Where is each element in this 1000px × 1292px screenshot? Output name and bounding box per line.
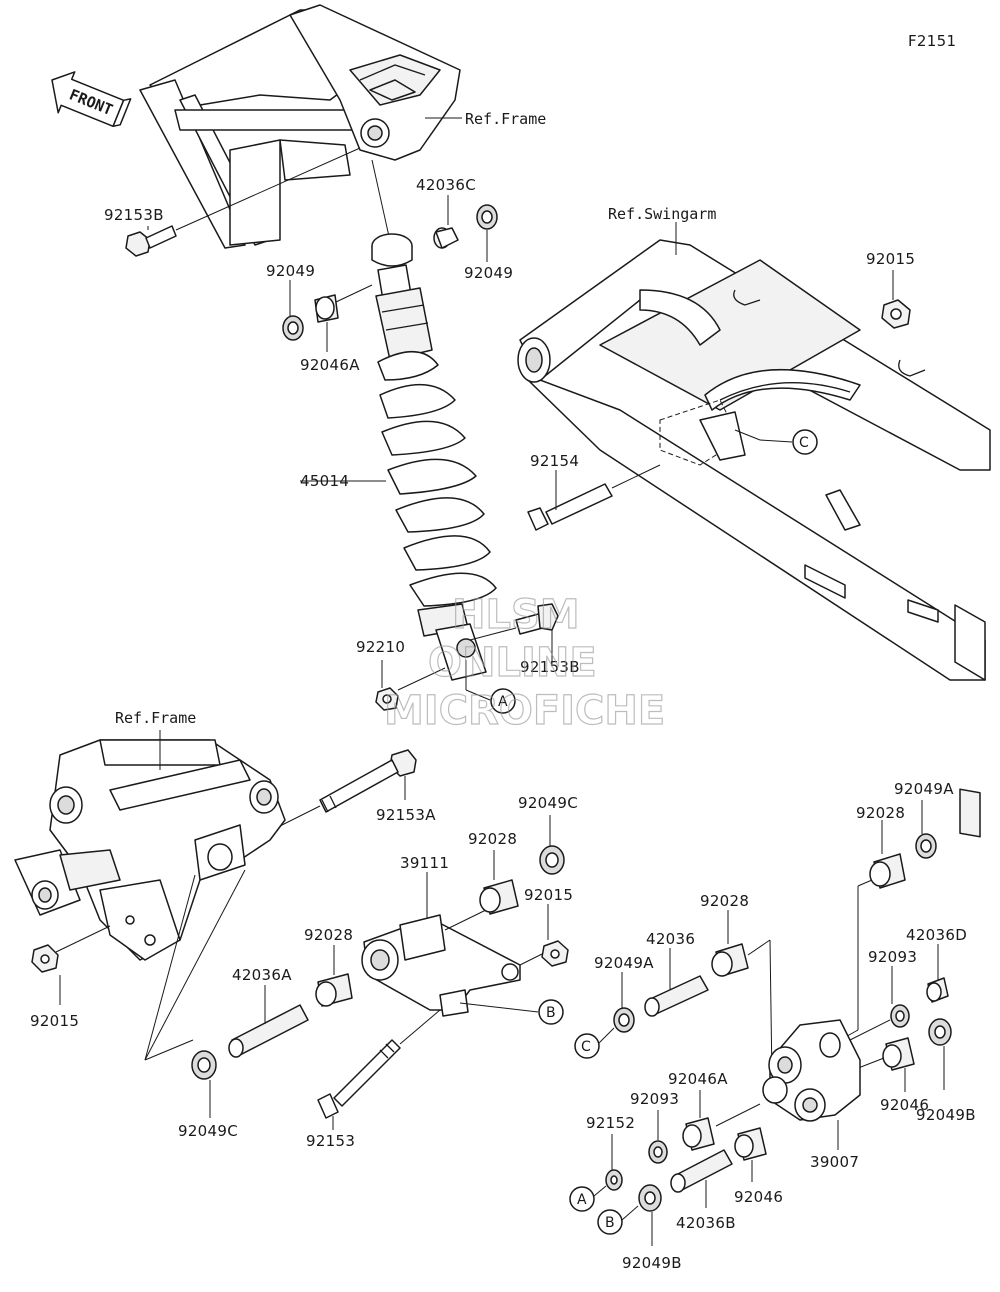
shock-absorber-45014: 45014	[300, 159, 497, 681]
frame-bottom-section: Ref.Frame	[14, 709, 286, 1061]
bearing-92046-right: 92046	[847, 1037, 929, 1114]
callout-c-top: C	[734, 429, 818, 455]
bolt-92154: 92154	[527, 452, 661, 531]
bearing-92046-bottom: 92046	[734, 1127, 783, 1206]
part-label-92153B-mid: 92153B	[520, 658, 580, 676]
part-label-92028-d: 92028	[700, 892, 749, 910]
part-label-92049-right: 92049	[464, 264, 513, 282]
part-label-92152: 92152	[586, 1114, 635, 1132]
part-label-92028-c: 92028	[856, 804, 905, 822]
seal-92049C-bottom: 92049C	[178, 1050, 238, 1140]
part-label-92015-top: 92015	[866, 250, 915, 268]
seal-92049A-mid: 92049A	[594, 954, 654, 1033]
part-label-92093-left: 92093	[630, 1090, 679, 1108]
bolt-92153A: 92153A	[279, 749, 436, 827]
callout-a-mid: A	[465, 660, 516, 714]
part-label-92154: 92154	[530, 452, 579, 470]
callout-a-bottom-label: A	[577, 1192, 587, 1208]
figure-code: F2151	[908, 32, 956, 50]
nut-92015-top: 92015	[866, 250, 915, 329]
part-label-39111: 39111	[400, 854, 449, 872]
part-label-42036C: 42036C	[416, 176, 476, 194]
callout-b-bottom: B	[597, 1205, 639, 1235]
collar-42036: 42036	[644, 930, 709, 1017]
nut-92015-mid: 92015	[519, 886, 573, 967]
washer-92093-right: 92093	[849, 948, 917, 1041]
callout-b-mid-label: B	[546, 1005, 556, 1021]
bushing-92028-b: 92028	[304, 926, 353, 1007]
ref-frame-bottom-label: Ref.Frame	[115, 709, 196, 727]
part-label-92046A-bottom: 92046A	[668, 1070, 728, 1088]
bolt-92153: 92153	[306, 1009, 441, 1150]
part-label-39007: 39007	[810, 1153, 859, 1171]
callout-a-mid-label: A	[498, 694, 508, 710]
bolt-92153B-mid: 92153B	[469, 603, 580, 676]
part-label-92046A-top: 92046A	[300, 356, 360, 374]
bushing-92028-a: 92028	[468, 830, 519, 915]
part-label-92210: 92210	[356, 638, 405, 656]
part-label-92046-bottom: 92046	[734, 1188, 783, 1206]
arm-39007: 39007	[762, 1019, 861, 1171]
part-label-92049A-top: 92049A	[894, 780, 954, 798]
part-label-92093-right: 92093	[868, 948, 917, 966]
bearing-92046A-bottom: 92046A	[668, 1070, 761, 1151]
front-arrow-icon: FRONT	[51, 71, 132, 128]
washer-92152: 92152	[586, 1114, 635, 1191]
rod-39111: 39111	[361, 854, 521, 1017]
seal-92049-right: 92049	[464, 204, 513, 282]
frame-top-section: Ref.Frame	[139, 4, 546, 249]
washer-92093-left: 92093	[630, 1090, 679, 1164]
part-label-92049A-mid: 92049A	[594, 954, 654, 972]
seal-92049B-bottom: 92049B	[622, 1184, 682, 1272]
part-label-92153: 92153	[306, 1132, 355, 1150]
watermark-line2: ONLINE	[428, 640, 597, 686]
watermark-line3: MICROFICHE	[384, 688, 665, 734]
ref-swingarm-label: Ref.Swingarm	[608, 205, 716, 223]
nut-92210: 92210	[356, 638, 446, 711]
collar-42036C: 42036C	[416, 176, 476, 249]
part-label-92049B-bottom: 92049B	[622, 1254, 682, 1272]
part-label-92049B-right: 92049B	[916, 1106, 976, 1124]
part-label-92153A: 92153A	[376, 806, 436, 824]
callout-b-bottom-label: B	[605, 1215, 615, 1231]
callout-c-bottom-label: C	[581, 1039, 591, 1055]
collar-42036A: 42036A	[228, 966, 309, 1058]
callout-a-bottom: A	[569, 1185, 607, 1212]
part-label-92049C-bottom: 92049C	[178, 1122, 238, 1140]
part-label-92153B-top: 92153B	[104, 206, 164, 224]
swingarm-section: Ref.Swingarm	[517, 205, 991, 838]
watermark: HLSM ONLINE MICROFICHE	[383, 591, 665, 734]
part-label-92028-a: 92028	[468, 830, 517, 848]
part-label-92015-mid: 92015	[524, 886, 573, 904]
watermark-line1: HLSM	[452, 592, 580, 638]
part-label-42036: 42036	[646, 930, 695, 948]
seal-92049C-top: 92049C	[518, 794, 578, 875]
seal-92049-left: 92049	[266, 262, 315, 341]
part-label-45014: 45014	[300, 472, 349, 490]
bolt-92153B-top: 92153B	[104, 147, 361, 257]
part-label-42036B: 42036B	[676, 1214, 736, 1232]
callout-b-mid: B	[459, 999, 564, 1025]
part-label-42036A: 42036A	[232, 966, 292, 984]
part-label-42036D: 42036D	[906, 926, 967, 944]
part-label-92028-b: 92028	[304, 926, 353, 944]
part-label-92015-left: 92015	[30, 1012, 79, 1030]
part-label-92049-left: 92049	[266, 262, 315, 280]
part-label-92046-right: 92046	[880, 1096, 929, 1114]
collar-42036B: 42036B	[670, 1149, 736, 1232]
callout-c-bottom: C	[574, 1027, 615, 1059]
callout-c-top-label: C	[799, 435, 809, 451]
nut-92015-left: 92015	[30, 925, 111, 1030]
bushing-92028-d: 92028	[700, 892, 773, 1081]
part-label-92049C-top: 92049C	[518, 794, 578, 812]
seal-92049B-right: 92049B	[916, 1018, 976, 1124]
bearing-92046A-top: 92046A	[300, 284, 373, 374]
collar-42036D: 42036D	[906, 926, 967, 1003]
ref-frame-top-label: Ref.Frame	[465, 110, 546, 128]
seal-92049A-top: 92049A	[894, 780, 954, 859]
bushing-92028-c: 92028	[839, 804, 906, 1041]
